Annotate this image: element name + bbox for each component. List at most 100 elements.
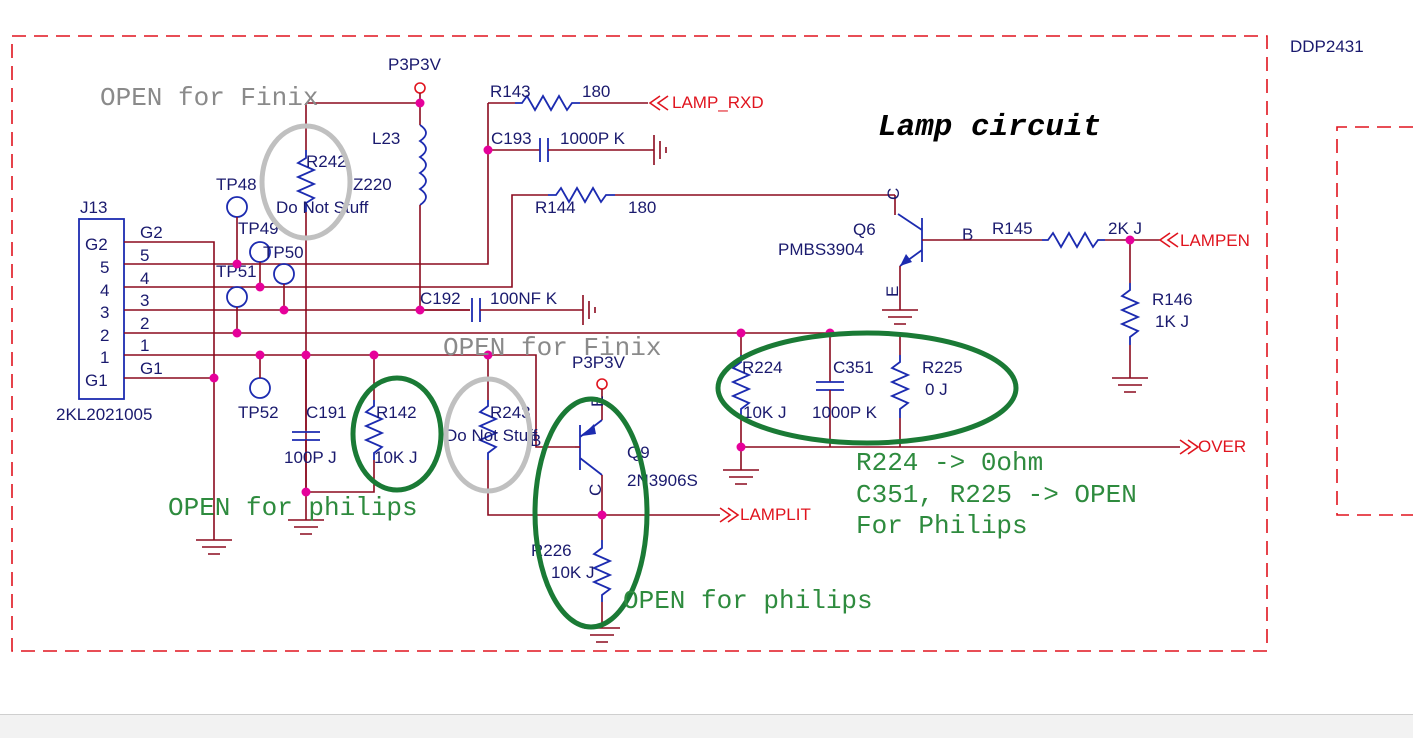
- c192-ref: C192: [420, 289, 461, 308]
- resistor-r142: [363, 400, 385, 460]
- q9-emitter-arrow: [582, 424, 596, 436]
- inductor-l23: [418, 124, 427, 206]
- tp49-label: TP49: [238, 219, 279, 238]
- q9-value: 2N3906S: [627, 471, 698, 490]
- pin-label-g1: G1: [85, 371, 108, 390]
- p3p3v-top: P3P3V: [388, 55, 442, 94]
- net-label-g2: G2: [140, 223, 163, 242]
- r146-value: 1K J: [1155, 312, 1189, 331]
- tp48-label: TP48: [216, 175, 257, 194]
- adjacent-sheet-border: [1336, 126, 1413, 516]
- r243-ref: R243: [490, 403, 531, 422]
- l23-ref: L23: [372, 129, 400, 148]
- c191-value: 100P J: [284, 448, 337, 467]
- r143-value: 180: [582, 82, 610, 101]
- tp51-label: TP51: [216, 262, 257, 281]
- net-lamplit-label: LAMPLIT: [740, 505, 811, 524]
- note-open-philips-left: OPEN for philips: [168, 493, 418, 523]
- c192-value: 100NF K: [490, 289, 558, 308]
- net-over-label: OVER: [1198, 437, 1246, 456]
- c351-ref: C351: [833, 358, 874, 377]
- r145-value: 2K J: [1108, 219, 1142, 238]
- net-label-3: 3: [140, 291, 149, 310]
- p3p3v-mid-label: P3P3V: [572, 353, 626, 372]
- r242-ref: R242: [306, 152, 347, 171]
- connector-part: 2KL2021005: [56, 405, 152, 424]
- net-label-2: 2: [140, 314, 149, 333]
- q6-emitter-arrow: [900, 254, 912, 266]
- note-open-finix-top: OPEN for Finix: [100, 83, 318, 113]
- tp50-label: TP50: [263, 243, 304, 262]
- resistor-r225: [889, 355, 911, 418]
- pin-label-g2: G2: [85, 235, 108, 254]
- ground-c192: [582, 295, 596, 325]
- resistor-r243: [477, 400, 499, 460]
- ground-c193: [653, 135, 667, 165]
- net-flag-over: [1179, 439, 1200, 455]
- r243-value: Do Not Stuff: [445, 426, 538, 445]
- net-flag-lampen: [1158, 232, 1179, 248]
- r146-ref: R146: [1152, 290, 1193, 309]
- note-open-finix-mid: OPEN for Finix: [443, 333, 661, 363]
- q9-pin-c: C: [586, 484, 605, 496]
- net-label-1: 1: [140, 336, 149, 355]
- connector-pin-labels: G2 5 4 3 2 1 G1 G2 5 4 3 2 1 G1: [85, 223, 163, 390]
- resistor-r226: [591, 540, 613, 602]
- p3p3v-top-label: P3P3V: [388, 55, 442, 74]
- transistor-q6: [897, 213, 923, 267]
- note-philips-line1: R224 -> 0ohm: [856, 448, 1043, 478]
- q6-pin-c: C: [884, 188, 903, 200]
- r142-value: 10K J: [374, 448, 417, 467]
- sheet-border: [11, 35, 1268, 652]
- r224-value: 10K J: [743, 403, 786, 422]
- note-philips-line3: For Philips: [856, 511, 1028, 541]
- ground-r146: [1112, 377, 1148, 393]
- r242-value: Do Not Stuff: [276, 198, 369, 217]
- l23-value: Z220: [353, 175, 392, 194]
- net-label-5: 5: [140, 246, 149, 265]
- net-flag-lamp-rxd: [648, 95, 669, 111]
- connector-j13-body: [78, 218, 125, 400]
- r145-ref: R145: [992, 219, 1033, 238]
- resistor-r242: [295, 150, 317, 212]
- net-flag-lamplit: [719, 507, 740, 523]
- r144-value: 180: [628, 198, 656, 217]
- capacitor-c351: [816, 381, 844, 391]
- sheet-id-label: DDP2431: [1290, 37, 1364, 56]
- ground-r226: [584, 627, 620, 643]
- annotation-ellipse-r242: [259, 123, 353, 241]
- c193-ref: C193: [491, 129, 532, 148]
- ground-r224: [723, 469, 759, 485]
- q6-value: PMBS3904: [778, 240, 864, 259]
- annotation-ellipse-r243: [443, 376, 533, 494]
- connector-wires: [124, 150, 830, 540]
- tp48-pad: [226, 196, 248, 218]
- bottom-scroll-bar[interactable]: [0, 714, 1413, 738]
- tp52-label: TP52: [238, 403, 279, 422]
- net-lamp-rxd-label: LAMP_RXD: [672, 93, 764, 112]
- r143-ref: R143: [490, 82, 531, 101]
- note-open-philips-bottom: OPEN for philips: [623, 586, 873, 616]
- r226-value: 10K J: [551, 563, 594, 582]
- net-label-4: 4: [140, 269, 149, 288]
- annotation-ellipse-q9-r226: [532, 396, 650, 630]
- annotation-ellipse-r224-c351-r225: [715, 330, 1019, 446]
- r142-ref: R142: [376, 403, 417, 422]
- r224-ref: R224: [742, 358, 783, 377]
- r225-value: 0 J: [925, 380, 948, 399]
- pin-label-3: 3: [100, 303, 109, 322]
- rail-3v3-top: [306, 93, 421, 104]
- test-points: TP48 TP49 TP50 TP51 TP52: [216, 175, 304, 422]
- note-philips-line2: C351, R225 -> OPEN: [856, 480, 1137, 510]
- pin-label-4: 4: [100, 281, 109, 300]
- junction-dots: [209, 98, 1135, 520]
- resistor-r143: [515, 94, 580, 112]
- resistor-r146: [1119, 283, 1141, 345]
- r144-ref: R144: [535, 198, 576, 217]
- c191-ref: C191: [306, 403, 347, 422]
- c351-value: 1000P K: [812, 403, 878, 422]
- c193-value: 1000P K: [560, 129, 626, 148]
- resistor-r224: [730, 355, 752, 418]
- q6-ref: Q6: [853, 220, 876, 239]
